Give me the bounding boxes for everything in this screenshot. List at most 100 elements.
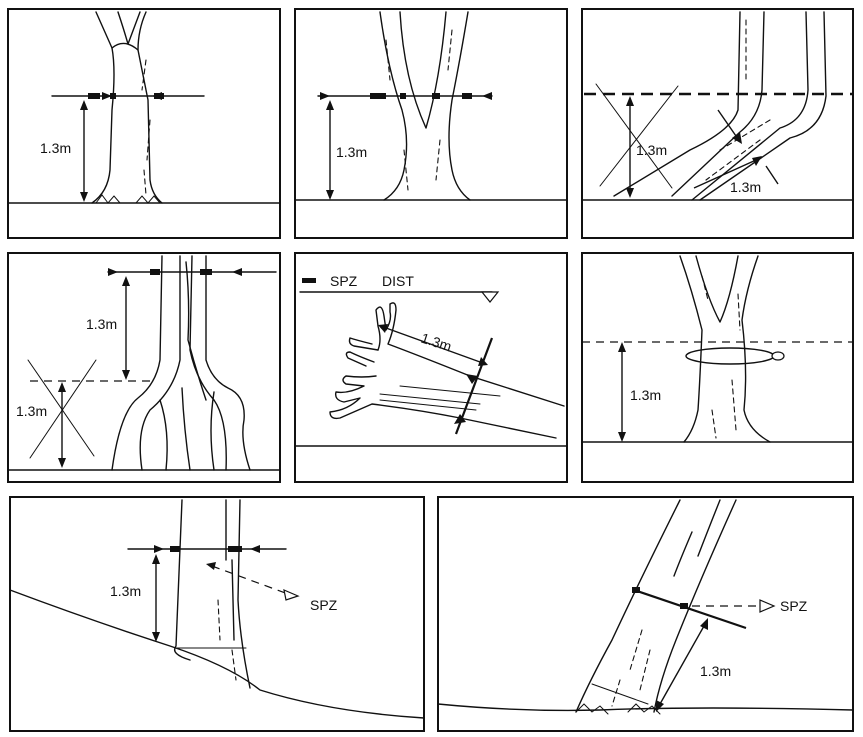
caliper-mark: [150, 269, 160, 275]
root-flare: [575, 703, 661, 715]
measuring-tape: [685, 347, 775, 365]
arrow-head: [466, 374, 478, 384]
panel-tape-wrap: 1.3m: [581, 252, 854, 483]
arrow-head: [378, 324, 388, 333]
fallen-trunk: [329, 302, 565, 439]
caliper-mark: [370, 93, 386, 99]
tape-end: [771, 351, 785, 361]
slope-length-arrow: [693, 159, 757, 189]
length-label: 1.3m: [419, 330, 454, 355]
trunk-ridge: [185, 261, 207, 401]
arrow-head: [108, 268, 118, 276]
spz-label: SPZ: [310, 597, 338, 613]
panel-frame: [294, 252, 568, 483]
arrow-head: [154, 545, 164, 553]
height-label: 1.3m: [110, 583, 141, 599]
arrow-head-down: [80, 192, 88, 202]
tree-fork: [695, 255, 739, 323]
invalid-cross: [595, 83, 673, 189]
arrow-head: [656, 700, 664, 712]
panel-frame: [437, 496, 854, 732]
ground-line: [437, 703, 854, 712]
trunk-ridge: [673, 499, 721, 577]
arrow-head-down: [618, 432, 626, 442]
height-label: 1.3m: [336, 144, 367, 160]
dist-label: DIST: [382, 273, 414, 289]
arrow-head: [454, 414, 466, 424]
tree-trunk: [379, 11, 471, 201]
arrow-head-down: [122, 370, 130, 380]
height-label: 1.3m: [86, 316, 117, 332]
caliper-mark: [432, 93, 440, 99]
caliper-mark: [88, 93, 100, 99]
arrow-head: [732, 132, 742, 144]
tree-trunk: [173, 499, 251, 689]
panel-straight-stem: 1.3m: [7, 8, 281, 239]
arrow-head-up: [58, 382, 66, 392]
spz-direction-head: [283, 588, 300, 601]
arrow-head: [206, 562, 216, 570]
arrow-head-down: [152, 632, 160, 642]
arrow-head: [250, 545, 260, 553]
height-label: 1.3m: [40, 140, 71, 156]
panel-forked-stem: 1.3m: [294, 8, 568, 239]
height-label: 1.3m: [636, 142, 667, 158]
stem-length-arrow: [659, 625, 705, 705]
panel-frame: [294, 8, 568, 239]
tree-trunk-right: [691, 11, 827, 201]
base-line: [591, 683, 649, 705]
bark-texture: [701, 275, 741, 439]
arrow-head-down: [58, 458, 66, 468]
arrow-head: [482, 92, 492, 100]
arrow-head-up: [80, 100, 88, 110]
caliper-mark: [632, 587, 640, 593]
panel-frame: [581, 252, 854, 483]
arrow-head: [752, 156, 762, 166]
caliper-mark: [680, 603, 688, 609]
panel-frame: [9, 496, 425, 732]
arrow-head-up: [122, 276, 130, 286]
measure-point-arrow: [717, 109, 737, 137]
arrow-head: [700, 618, 708, 630]
arrow-head: [152, 92, 162, 100]
arrow-head-up: [152, 554, 160, 564]
dist-triangle: [480, 291, 500, 303]
caliper-mark: [170, 546, 180, 552]
tree-trunk: [111, 255, 251, 471]
panel-fallen-tree: SPZ DIST 1.3m: [294, 252, 568, 483]
trunk-ridge: [225, 499, 235, 641]
caliper-mark: [400, 93, 406, 99]
panel-leaning-tree: SPZ 1.3m: [437, 496, 854, 732]
buttress-root: [139, 255, 227, 471]
slope-length-arrow: [765, 165, 779, 185]
tree-trunk-left: [613, 11, 765, 197]
arrow-head-down: [626, 188, 634, 198]
spz-direction-line: [211, 565, 289, 595]
bark-texture: [705, 19, 771, 181]
buttress-root: [159, 387, 215, 471]
tree-trunk: [575, 499, 737, 713]
arrow-head-up: [618, 342, 626, 352]
spz-label: SPZ: [780, 598, 808, 614]
arrow-head: [232, 268, 242, 276]
arrow-head-up: [326, 100, 334, 110]
arrow-head: [320, 92, 330, 100]
root-flare: [95, 194, 161, 204]
panel-slope: 1.3m SPZ: [9, 496, 425, 732]
panel-frame: [7, 252, 281, 483]
root-fingers: [345, 337, 379, 367]
bark-texture: [611, 629, 651, 707]
invalid-cross: [29, 359, 97, 459]
caliper-mark: [462, 93, 472, 99]
panel-leaning-stem: 1.3m 1.3m: [581, 8, 854, 239]
tree-fork: [399, 11, 447, 129]
length-arrow: [385, 327, 481, 363]
diameter-line: [633, 588, 747, 630]
arrow-head: [102, 92, 112, 100]
invalid-cross: [27, 359, 95, 457]
spz-label: SPZ: [330, 273, 358, 289]
sloped-ground: [9, 589, 425, 719]
bark-texture: [141, 59, 151, 196]
bark-lines: [379, 385, 501, 411]
